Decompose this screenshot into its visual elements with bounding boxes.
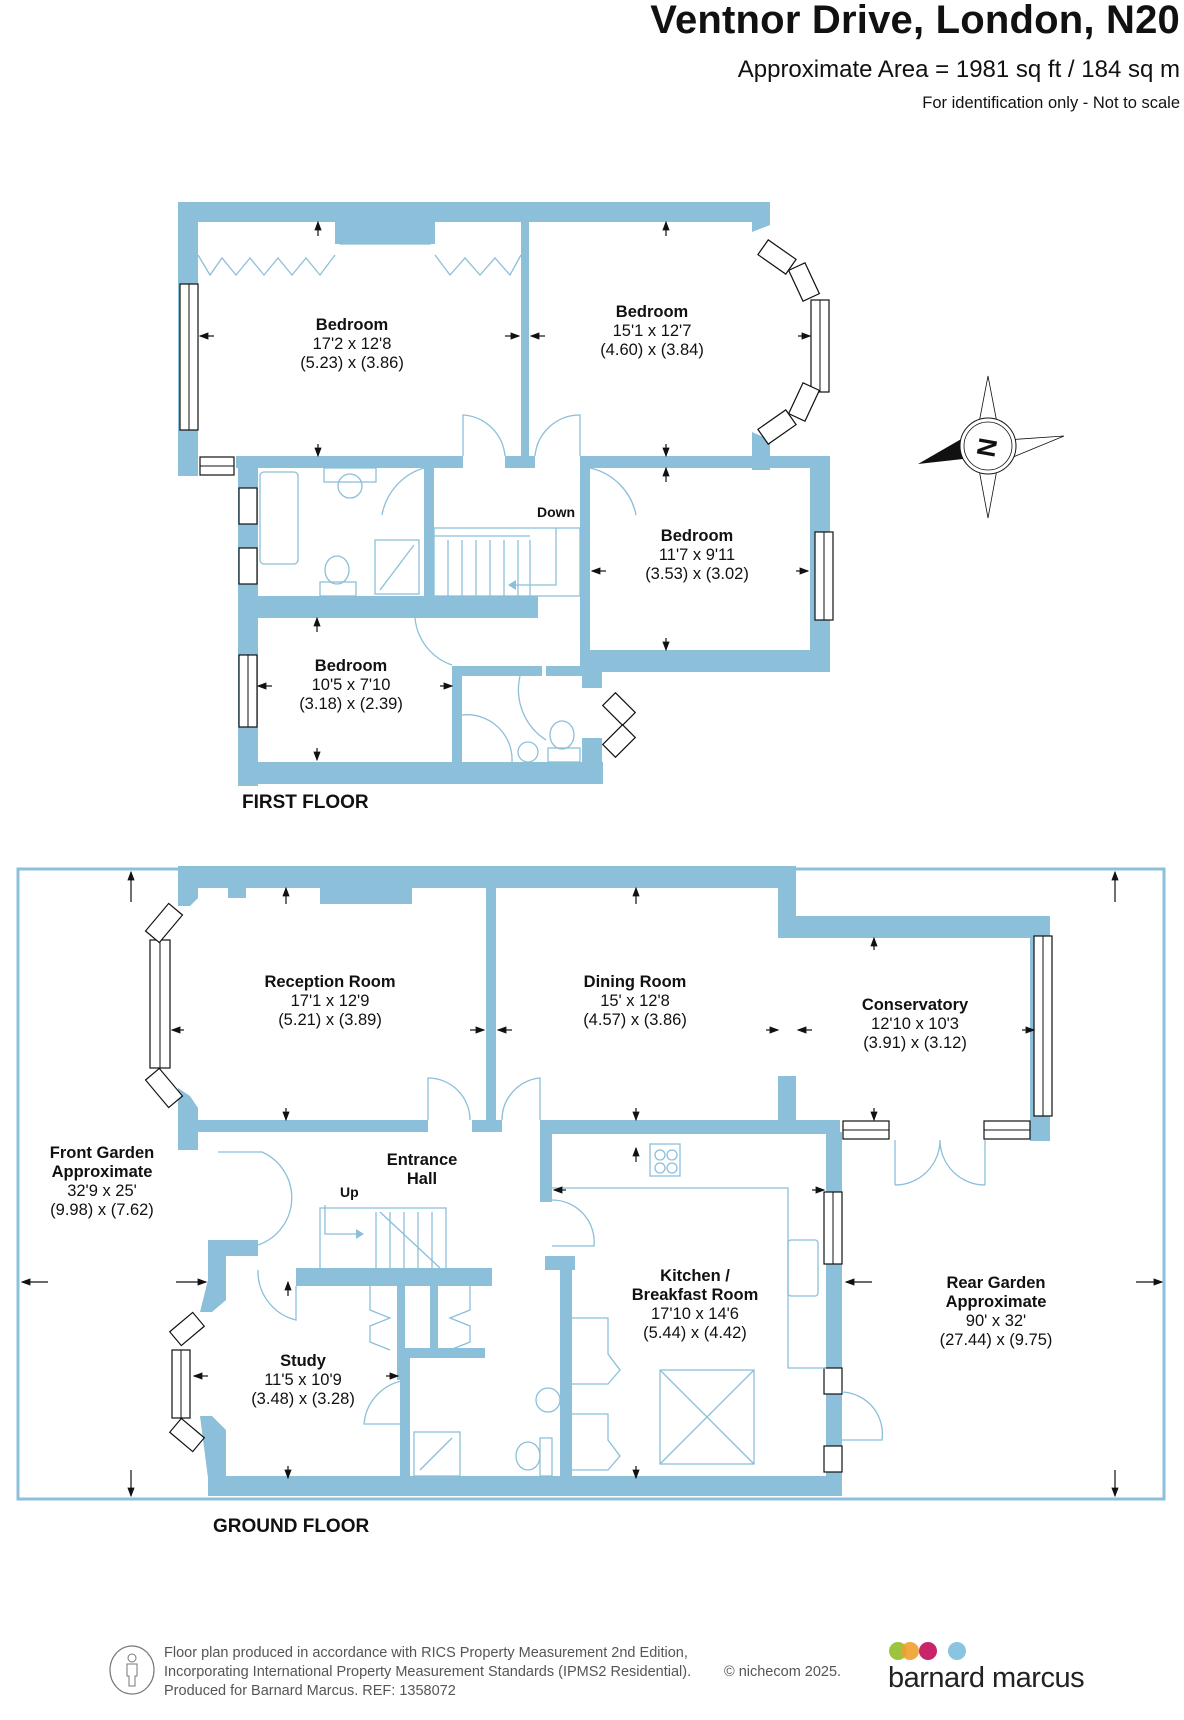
first-floor-dimension-arrows [198, 220, 812, 762]
footer-line-1: Floor plan produced in accordance with R… [164, 1645, 688, 1661]
scale-disclaimer: For identification only - Not to scale [922, 94, 1180, 112]
logo-text: barnard marcus [888, 1662, 1085, 1694]
first-floor-windows [179, 239, 834, 759]
room-label-kitchen-breakfast: Kitchen / Breakfast Room 17'10 x 14'6 (5… [631, 1267, 759, 1342]
room-label-first-bedroom-3: Bedroom 11'7 x 9'11 (3.53) x (3.02) [645, 527, 749, 583]
first-floor-fixtures [197, 227, 637, 763]
barnard-marcus-logo-dots-icon [889, 1642, 966, 1660]
room-label-dining-room: Dining Room 15' x 12'8 (4.57) x (3.86) [583, 973, 687, 1029]
north-compass-icon [918, 375, 1065, 519]
stairs-down-label: Down [537, 504, 576, 520]
ground-floor-windows [144, 902, 1053, 1473]
room-label-conservatory: Conservatory 12'10 x 10'3 (3.91) x (3.12… [861, 996, 969, 1052]
room-label-rear-garden: Rear Garden Approximate 90' x 32' (27.44… [939, 1274, 1053, 1349]
first-floor-label: FIRST FLOOR [242, 792, 369, 813]
property-title: Ventnor Drive, London, N20 [650, 0, 1180, 42]
room-label-first-bedroom-1: Bedroom 17'2 x 12'8 (5.23) x (3.86) [300, 316, 404, 372]
ground-floor-label: GROUND FLOOR [213, 1516, 370, 1537]
approximate-area: Approximate Area = 1981 sq ft / 184 sq m [737, 56, 1180, 83]
footer-copyright: © nichecom 2025. [724, 1664, 842, 1680]
person-accessibility-icon [109, 1645, 155, 1695]
footer-line-2: Incorporating International Property Mea… [164, 1664, 692, 1680]
room-label-front-garden: Front Garden Approximate 32'9 x 25' (9.9… [49, 1144, 155, 1219]
first-floor-walls [178, 202, 830, 786]
room-label-first-bedroom-2: Bedroom 15'1 x 12'7 (4.60) x (3.84) [600, 303, 704, 359]
footer-line-3: Produced for Barnard Marcus. REF: 135807… [164, 1683, 456, 1699]
room-label-study: Study 11'5 x 10'9 (3.48) x (3.28) [251, 1352, 355, 1408]
room-label-reception-room: Reception Room 17'1 x 12'9 (5.21) x (3.8… [264, 973, 396, 1029]
stairs-up-label: Up [340, 1184, 359, 1200]
room-label-first-bedroom-4: Bedroom 10'5 x 7'10 (3.18) x (2.39) [299, 657, 403, 713]
room-label-entrance-hall: Entrance Hall [386, 1151, 458, 1188]
ground-floor-dimension-arrows [20, 870, 1164, 1498]
footer-disclaimer: Floor plan produced in accordance with R… [164, 1644, 841, 1701]
ground-floor-fixtures [218, 1077, 986, 1477]
